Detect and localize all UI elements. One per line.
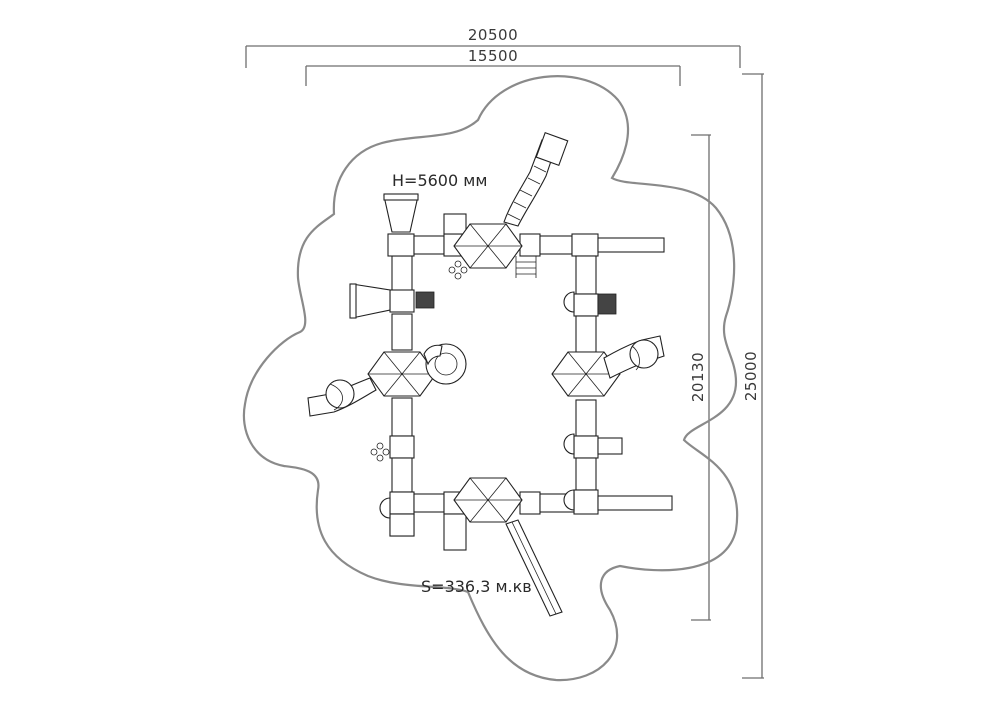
decor-flower-left <box>370 442 390 462</box>
decor-flower-top <box>448 260 468 280</box>
safety-zone-outline <box>242 75 739 682</box>
dimension-overall-width-label: 20500 <box>468 26 518 44</box>
dimension-inner-height: 20130 <box>689 134 711 621</box>
hex-tower-left <box>367 351 437 397</box>
ladder-top <box>515 256 537 278</box>
dimension-overall-height: 25000 <box>742 73 764 679</box>
dimension-overall-width: 20500 <box>245 26 741 68</box>
area-annotation: S=336,3 м.кв <box>421 577 532 596</box>
straight-slide-bottom <box>505 519 563 617</box>
hex-tower-right <box>551 351 621 397</box>
hex-tower-top <box>453 223 523 269</box>
dimension-inner-height-label: 20130 <box>689 352 707 402</box>
spiral-slide-left <box>423 343 467 385</box>
pyramid-net-left <box>349 283 391 319</box>
playground-complex <box>307 131 673 617</box>
dimension-inner-width-label: 15500 <box>468 47 518 65</box>
tube-slide-left <box>307 377 377 417</box>
dimension-inner-width: 15500 <box>305 47 681 86</box>
hex-tower-bottom <box>453 477 523 523</box>
dimension-overall-height-label: 25000 <box>742 351 760 401</box>
height-annotation: H=5600 мм <box>392 171 487 190</box>
tube-slide-right <box>603 335 665 379</box>
tube-slide-top <box>503 131 569 227</box>
pyramid-net-top-left <box>383 193 419 233</box>
